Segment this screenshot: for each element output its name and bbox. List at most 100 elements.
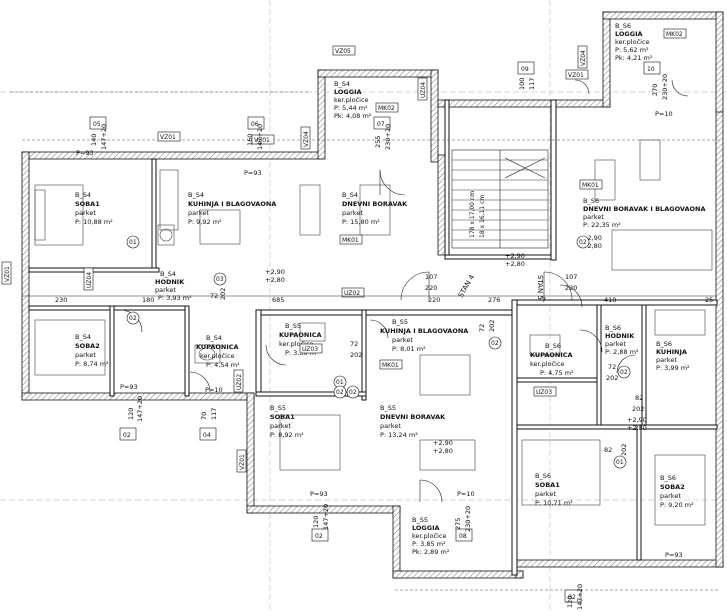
- svg-text:parket: parket: [155, 286, 176, 294]
- svg-text:410: 410: [604, 296, 616, 304]
- svg-text:HODNIK: HODNIK: [605, 332, 635, 340]
- svg-text:202: 202: [606, 374, 618, 382]
- svg-text:02: 02: [315, 533, 323, 540]
- svg-text:P=93: P=93: [76, 149, 94, 157]
- svg-text:KUHINJA I BLAGOVAONA: KUHINJA I BLAGOVAONA: [188, 200, 276, 208]
- svg-text:255: 255: [374, 136, 382, 148]
- svg-text:MK02: MK02: [378, 105, 395, 112]
- svg-text:70: 70: [200, 412, 208, 420]
- svg-text:P: 10,71 m²: P: 10,71 m²: [535, 499, 573, 507]
- svg-text:P: 4,75 m²: P: 4,75 m²: [540, 369, 574, 377]
- svg-text:SOBA2: SOBA2: [75, 342, 100, 350]
- svg-text:parket: parket: [660, 492, 681, 500]
- room-s5-loggia: B_S5 LOGGIA ker.pločice P: 3,85 m² Pk: 2…: [412, 516, 450, 556]
- svg-text:parket: parket: [583, 213, 604, 221]
- svg-text:P: 9,20 m²: P: 9,20 m²: [660, 501, 694, 509]
- svg-text:SOBA1: SOBA1: [535, 481, 560, 489]
- svg-text:UZ03: UZ03: [536, 389, 552, 396]
- room-s6-kuhinja: B_S6 KUHINJA parket P: 3,99 m²: [656, 340, 690, 372]
- svg-text:ker.pločice: ker.pločice: [334, 96, 369, 104]
- svg-text:parket: parket: [656, 356, 677, 364]
- svg-text:P=10: P=10: [655, 110, 673, 118]
- svg-text:parket: parket: [270, 422, 291, 430]
- svg-text:72: 72: [608, 363, 616, 371]
- room-s6-dnevni: B_S6 DNEVNI BORAVAK I BLAGOVAONA parket …: [583, 197, 706, 229]
- svg-text:B_S6: B_S6: [545, 342, 561, 350]
- svg-text:B_S6: B_S6: [605, 324, 621, 332]
- svg-text:Pk: 4,08 m²: Pk: 4,08 m²: [334, 112, 372, 120]
- svg-text:Pk: 2,89 m²: Pk: 2,89 m²: [412, 548, 450, 556]
- svg-text:parket: parket: [605, 340, 626, 348]
- svg-text:parket: parket: [380, 422, 401, 430]
- svg-text:P: 4,54 m²: P: 4,54 m²: [206, 361, 240, 369]
- svg-text:P: 10,88 m²: P: 10,88 m²: [75, 218, 113, 226]
- svg-text:VZ05: VZ05: [335, 48, 351, 55]
- svg-text:B_S5: B_S5: [412, 516, 428, 524]
- stair-size-label: 178 x 17,00 cm: [469, 191, 476, 238]
- svg-text:KUPAONICA: KUPAONICA: [279, 331, 322, 339]
- svg-text:UZ02: UZ02: [236, 374, 243, 390]
- svg-text:08: 08: [459, 533, 467, 540]
- svg-text:Pk: 4,21 m²: Pk: 4,21 m²: [615, 54, 653, 62]
- svg-text:P=10: P=10: [457, 490, 475, 498]
- svg-text:09: 09: [521, 66, 529, 73]
- svg-text:P: 3,99 m²: P: 3,99 m²: [656, 364, 690, 372]
- svg-text:SOBA1: SOBA1: [270, 413, 295, 421]
- svg-text:230+20: 230+20: [661, 74, 669, 100]
- svg-text:UZ04: UZ04: [420, 82, 427, 98]
- svg-text:120: 120: [312, 516, 320, 528]
- svg-text:VZ01: VZ01: [254, 137, 270, 144]
- svg-text:72: 72: [478, 324, 486, 332]
- svg-text:parket: parket: [342, 209, 363, 217]
- svg-text:UZ04: UZ04: [86, 272, 93, 288]
- room-s6-soba2: B_S6 SOBA2 parket P: 9,20 m²: [660, 474, 694, 509]
- svg-text:202: 202: [632, 405, 644, 413]
- level-bottom: +2,80: [627, 424, 647, 432]
- svg-text:220: 220: [425, 284, 437, 292]
- level-bottom: +2,80: [433, 447, 453, 455]
- svg-text:117: 117: [210, 408, 218, 420]
- svg-text:P: 3,85 m²: P: 3,85 m²: [412, 540, 446, 548]
- room-s4-kuhinja: B_S4 KUHINJA I BLAGOVAONA parket P: 9,92…: [188, 191, 276, 226]
- svg-text:72: 72: [210, 292, 218, 300]
- svg-text:P=93: P=93: [120, 383, 138, 391]
- svg-text:10: 10: [647, 66, 655, 73]
- room-s4-soba1: B_S4 SOBA1 parket P: 10,88 m²: [75, 191, 113, 226]
- svg-text:147+20: 147+20: [100, 124, 108, 150]
- svg-text:276: 276: [488, 296, 500, 304]
- svg-text:685: 685: [272, 296, 284, 304]
- svg-text:ker.pločice: ker.pločice: [279, 340, 314, 348]
- svg-text:LOGGIA: LOGGIA: [615, 30, 643, 38]
- svg-text:230+20: 230+20: [384, 124, 392, 150]
- room-s6-kupaonica: B_S6 KUPAONICA ker.pločice P: 4,75 m²: [530, 342, 574, 377]
- svg-text:160: 160: [246, 134, 254, 146]
- svg-text:ker.pločice: ker.pločice: [412, 532, 447, 540]
- svg-text:202: 202: [219, 288, 227, 300]
- svg-text:B_S6: B_S6: [656, 340, 672, 348]
- level-bottom: +2,80: [505, 260, 525, 268]
- svg-text:275: 275: [454, 518, 462, 530]
- window-tags: 05 06 07 08 09 10 02 04 02 02: [89, 61, 661, 603]
- svg-text:01: 01: [129, 239, 137, 246]
- svg-text:B_S5: B_S5: [270, 404, 286, 412]
- door-swings: [119, 79, 689, 503]
- svg-text:220: 220: [428, 296, 440, 304]
- svg-text:B_S6: B_S6: [583, 197, 599, 205]
- svg-text:KUHINJA I BLAGOVAONA: KUHINJA I BLAGOVAONA: [380, 327, 468, 335]
- svg-text:107: 107: [565, 273, 577, 281]
- stan4-label: STAN 4: [457, 273, 477, 299]
- room-s5-soba1: B_S5 SOBA1 parket P: 8,92 m²: [270, 404, 304, 439]
- svg-text:P=93: P=93: [665, 551, 683, 559]
- svg-text:P: 5,44 m²: P: 5,44 m²: [334, 104, 368, 112]
- exterior-walls: [21, 11, 724, 579]
- room-labels: B_S4 SOBA1 parket P: 10,88 m² B_S4 KUHIN…: [75, 22, 706, 556]
- dimension-labels: 230 180 685 220 276 7 410 25 107 220 107…: [22, 74, 716, 610]
- svg-text:B_S4: B_S4: [334, 80, 350, 88]
- svg-text:VZ01: VZ01: [160, 134, 176, 141]
- svg-text:B_S4: B_S4: [75, 333, 91, 341]
- svg-text:P: 3,93 m²: P: 3,93 m²: [158, 294, 192, 302]
- svg-text:02: 02: [568, 594, 576, 601]
- svg-text:02: 02: [579, 239, 587, 246]
- level-bottom: +2,80: [265, 276, 285, 284]
